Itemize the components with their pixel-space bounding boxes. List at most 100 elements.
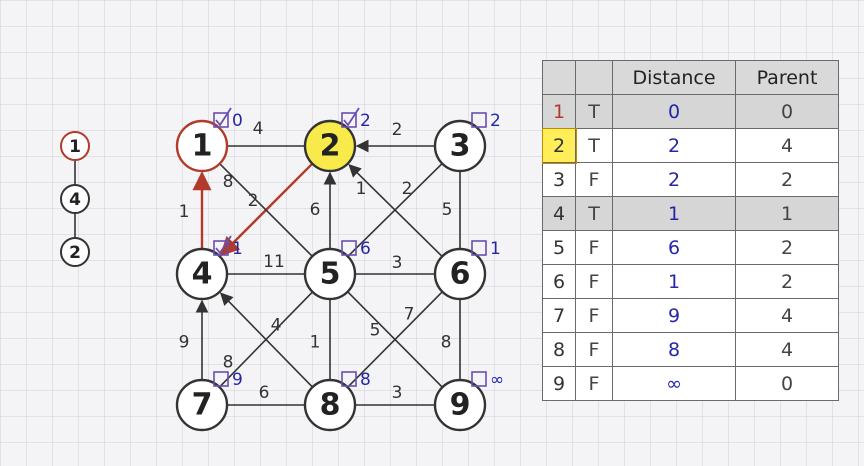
distance-badge-8: 8 [341, 370, 371, 390]
cell-known: F [575, 332, 613, 367]
cell-known: F [575, 230, 613, 265]
stack-circle [60, 131, 90, 161]
edge-weight-label: 4 [253, 119, 264, 139]
node-circle [433, 378, 487, 432]
edge-6-8 [347, 291, 443, 388]
graph-node-3: 3 [433, 119, 487, 173]
distance-badge-5: 6 [341, 239, 371, 259]
header-parent: Parent [735, 60, 839, 95]
stack-circle [60, 184, 90, 214]
cell-parent: 0 [735, 94, 839, 129]
cell-known: T [575, 196, 613, 231]
graph-node-6: 6 [433, 247, 487, 301]
node-distance: 8 [360, 370, 371, 390]
node-circle [175, 119, 229, 173]
node-label: 2 [320, 129, 341, 164]
checkmark-icon [215, 107, 232, 127]
edge-weight-label: 7 [404, 305, 415, 325]
cell-parent: 2 [735, 264, 839, 299]
node-distance: 2 [490, 111, 501, 131]
node-label: 5 [320, 257, 341, 292]
cell-parent: 4 [735, 298, 839, 333]
node-distance: ∞ [490, 370, 504, 390]
edge-6-2 [348, 164, 443, 258]
edge-weight-label: 3 [392, 253, 403, 273]
node-circle [303, 247, 357, 301]
checkbox-icon [213, 371, 229, 387]
checkbox-icon [471, 371, 487, 387]
cell-parent: 2 [735, 230, 839, 265]
cell-vertex: 6 [542, 264, 576, 299]
cell-distance: 2 [612, 162, 736, 197]
distance-badge-2: 2 [341, 107, 371, 131]
graph-node-4: 4 [175, 247, 229, 301]
cell-distance: 9 [612, 298, 736, 333]
graph-node-7: 7 [175, 378, 229, 432]
graph-node-5: 5 [303, 247, 357, 301]
cell-distance: 2 [612, 128, 736, 163]
cell-vertex: 4 [542, 196, 576, 231]
edge-weight-label: 6 [259, 383, 270, 403]
edge-weight-label: 11 [263, 252, 285, 272]
checkbox-icon [341, 112, 357, 128]
distance-badge-1: 0 [213, 107, 243, 131]
node-label: 7 [192, 388, 213, 423]
node-label: 6 [450, 257, 471, 292]
edge-weight-label: 8 [223, 172, 234, 192]
cell-distance: 6 [612, 230, 736, 265]
node-distance: 1 [490, 239, 501, 259]
graph-node-8: 8 [303, 378, 357, 432]
node-label: 8 [320, 388, 341, 423]
node-circle [303, 119, 357, 173]
cell-parent: 4 [735, 332, 839, 367]
node-distance: 6 [360, 239, 371, 259]
distance-badge-4: 1 [213, 235, 243, 259]
edge-layer [192, 139, 461, 406]
graph-node-9: 9 [433, 378, 487, 432]
node-circle [175, 247, 229, 301]
checkbox-icon [341, 371, 357, 387]
edge-8-4 [219, 292, 314, 388]
stack-item: 4 [60, 184, 90, 214]
cell-parent: 1 [735, 196, 839, 231]
edge-weight-label: 9 [179, 333, 190, 353]
edge-weight-label: 2 [402, 179, 413, 199]
stack-item: 2 [60, 237, 90, 267]
cell-known: T [575, 128, 613, 163]
node-label: 4 [192, 257, 213, 292]
cell-known: F [575, 366, 613, 401]
cell-distance: 8 [612, 332, 736, 367]
edge-1-5 [219, 163, 313, 257]
stack-label: 4 [69, 190, 81, 210]
checkbox-icon [471, 112, 487, 128]
node-circle [433, 247, 487, 301]
cell-known: T [575, 94, 613, 129]
edge-weight-label: 5 [442, 200, 453, 220]
cell-distance: 1 [612, 196, 736, 231]
edge-weight-label: 2 [248, 191, 259, 211]
cell-known: F [575, 298, 613, 333]
cell-known: F [575, 264, 613, 299]
distance-badge-7: 9 [213, 370, 243, 390]
distance-badge-3: 2 [471, 111, 501, 131]
cell-parent: 0 [735, 366, 839, 401]
checkbox-icon [213, 112, 229, 128]
cell-parent: 2 [735, 162, 839, 197]
checkbox-icon [341, 240, 357, 256]
edge-weight-label: 1 [356, 179, 367, 199]
table-header-row: Distance Parent [542, 60, 839, 95]
cell-known: F [575, 162, 613, 197]
cell-vertex: 8 [542, 332, 576, 367]
cell-distance: 0 [612, 94, 736, 129]
cell-vertex: 3 [542, 162, 576, 197]
graph-node-1: 1 [175, 119, 229, 173]
